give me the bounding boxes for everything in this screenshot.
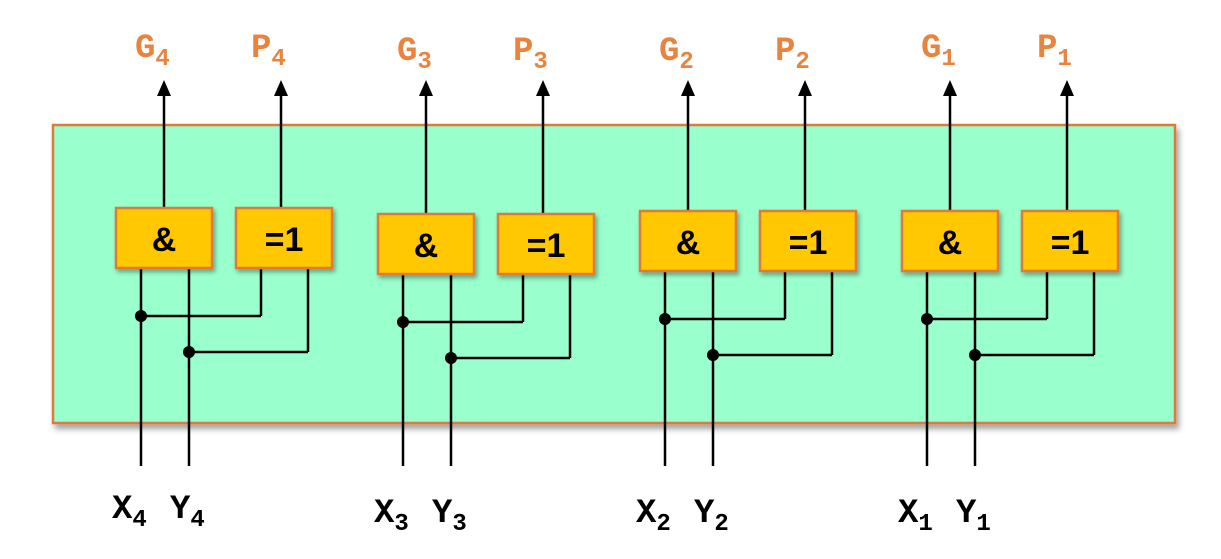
xor-gate [234, 206, 334, 270]
x-input-label-letter: X [898, 495, 919, 533]
y-input-label-letter: Y [956, 495, 977, 533]
x-input-label-subscript: 1 [918, 511, 932, 538]
xor-gate [496, 212, 596, 276]
and-gate [376, 212, 476, 276]
p-output-arrow [274, 80, 288, 96]
y-input-label: Y3 [432, 495, 467, 538]
x-junction-dot [659, 313, 671, 325]
and-gate [638, 209, 738, 273]
y-junction-dot [707, 349, 719, 361]
g-output-label: G2 [659, 33, 694, 76]
x-input-label: X2 [636, 495, 671, 538]
p-output-label-subscript: 1 [1057, 46, 1071, 73]
x-input-label: X1 [898, 495, 933, 538]
p-output-label: P4 [251, 30, 286, 73]
g-output-label: G4 [135, 30, 170, 73]
x-input-label-subscript: 4 [132, 507, 146, 534]
g-output-label-letter: G [921, 30, 941, 68]
p-output-arrow [1060, 80, 1074, 96]
xor-gate-label: =1 [265, 221, 304, 259]
p-output-arrow [798, 80, 812, 96]
p-output-label-letter: P [775, 33, 795, 71]
g-output-label-letter: G [659, 33, 679, 71]
p-output-label-letter: P [251, 30, 271, 68]
p-output-label: P3 [513, 33, 548, 76]
x-input-label: X4 [112, 491, 147, 534]
y-input-label-subscript: 3 [452, 511, 466, 538]
g-output-arrow [681, 80, 695, 96]
g-output-label: G3 [397, 33, 432, 76]
p-output-label-subscript: 3 [533, 49, 547, 76]
x-junction-dot [135, 310, 147, 322]
and-gate [114, 206, 214, 270]
and-gate-label: & [152, 221, 177, 259]
p-output-label: P2 [775, 33, 810, 76]
x-input-label-subscript: 3 [394, 511, 408, 538]
p-output-label-letter: P [513, 33, 533, 71]
and-gate [900, 209, 1000, 273]
x-input-label: X3 [374, 495, 409, 538]
x-input-label-letter: X [112, 491, 133, 529]
x-input-label-letter: X [374, 495, 395, 533]
y-junction-dot [183, 346, 195, 358]
g-output-label-letter: G [397, 33, 417, 71]
xor-gate-label: =1 [527, 227, 566, 265]
y-input-label: Y1 [956, 495, 991, 538]
p-output-label-letter: P [1037, 30, 1057, 68]
y-input-label: Y2 [694, 495, 729, 538]
g-output-label-subscript: 4 [155, 46, 169, 73]
g-output-label-subscript: 1 [941, 46, 955, 73]
x-junction-dot [397, 316, 409, 328]
g-output-label-subscript: 3 [417, 49, 431, 76]
background-panel [51, 123, 1177, 425]
xor-gate-label: =1 [789, 224, 828, 262]
y-input-label-letter: Y [432, 495, 453, 533]
and-gate-label: & [676, 224, 701, 262]
y-input-label-letter: Y [694, 495, 715, 533]
x-input-label-subscript: 2 [656, 511, 670, 538]
y-input-label: Y4 [170, 491, 205, 534]
g-output-arrow [419, 80, 433, 96]
p-output-arrow [536, 80, 550, 96]
y-input-label-letter: Y [170, 491, 191, 529]
y-junction-dot [445, 352, 457, 364]
and-gate-label: & [938, 224, 963, 262]
y-junction-dot [969, 349, 981, 361]
g-output-label-letter: G [135, 30, 155, 68]
g-output-label: G1 [921, 30, 956, 73]
p-output-label: P1 [1037, 30, 1072, 73]
and-gate-label: & [414, 227, 439, 265]
xor-gate-label: =1 [1051, 224, 1090, 262]
xor-gate [758, 209, 858, 273]
xor-gate [1020, 209, 1120, 273]
y-input-label-subscript: 4 [190, 507, 204, 534]
p-output-label-subscript: 4 [271, 46, 285, 73]
x-input-label-letter: X [636, 495, 657, 533]
y-input-label-subscript: 1 [976, 511, 990, 538]
g-output-label-subscript: 2 [679, 49, 693, 76]
y-input-label-subscript: 2 [714, 511, 728, 538]
p-output-label-subscript: 2 [795, 49, 809, 76]
x-junction-dot [921, 313, 933, 325]
g-output-arrow [943, 80, 957, 96]
g-output-arrow [157, 80, 171, 96]
